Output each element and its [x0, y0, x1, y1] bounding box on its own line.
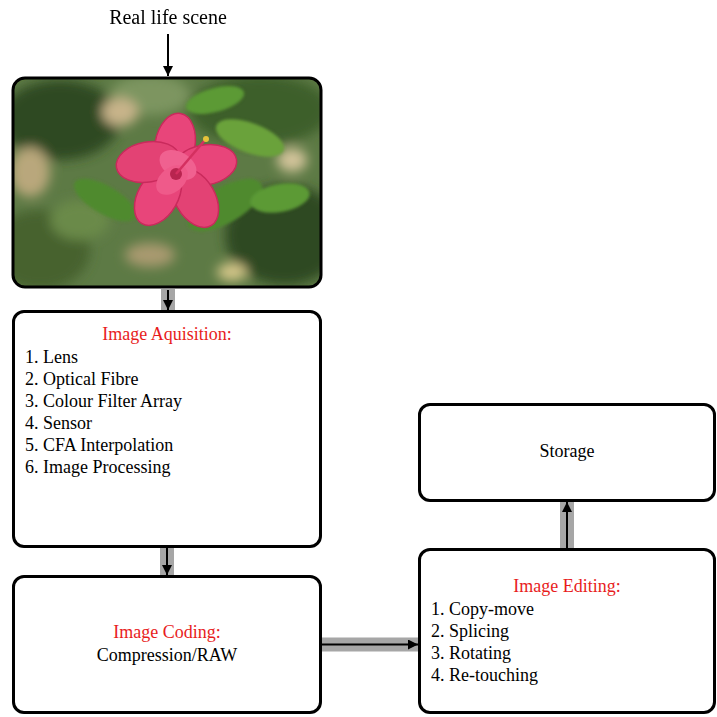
flower-photo: [13, 78, 321, 287]
flow-arrow: [166, 548, 168, 575]
list-item: 3. Rotating: [431, 642, 703, 664]
list-item: 5. CFA Interpolation: [25, 434, 309, 456]
process-box: Image Aquisition:1. Lens2. Optical Fibre…: [12, 310, 322, 548]
process-box: Storage: [418, 403, 716, 502]
list-item: 3. Colour Filter Array: [25, 390, 309, 412]
flow-connector: [167, 548, 168, 575]
box-heading: Image Aquisition:: [25, 323, 309, 346]
box-heading: Image Editing:: [431, 575, 703, 598]
process-box: Image Coding:Compression/RAW: [12, 575, 322, 714]
flow-connector: [567, 502, 568, 548]
flow-band: [160, 548, 174, 575]
input-arrow: [167, 34, 169, 76]
box-text: Storage: [431, 440, 703, 463]
list-item: 2. Splicing: [431, 620, 703, 642]
flow-arrow: [322, 644, 418, 646]
flow-connector: [322, 644, 418, 645]
list-item: 1. Lens: [25, 346, 309, 368]
list-item: 2. Optical Fibre: [25, 368, 309, 390]
list-item: 4. Sensor: [25, 412, 309, 434]
flow-band: [560, 502, 574, 548]
photo-frame: [13, 78, 321, 287]
flow-band: [161, 289, 175, 310]
box-heading: Image Coding:: [25, 621, 309, 644]
list-item: 4. Re-touching: [431, 664, 703, 686]
process-box: Image Editing:1. Copy-move2. Splicing3. …: [418, 548, 716, 714]
list-item: 1. Copy-move: [431, 598, 703, 620]
flow-band: [322, 638, 418, 652]
flow-arrow: [167, 290, 169, 310]
box-text: Compression/RAW: [25, 644, 309, 667]
list-item: 6. Image Processing: [25, 456, 309, 478]
flow-arrow: [566, 502, 568, 548]
blurred-foliage: [13, 78, 321, 287]
scene-label: Real life scene: [0, 4, 336, 30]
hibiscus-flower: [113, 110, 240, 236]
sharp-leaves: [68, 81, 312, 242]
